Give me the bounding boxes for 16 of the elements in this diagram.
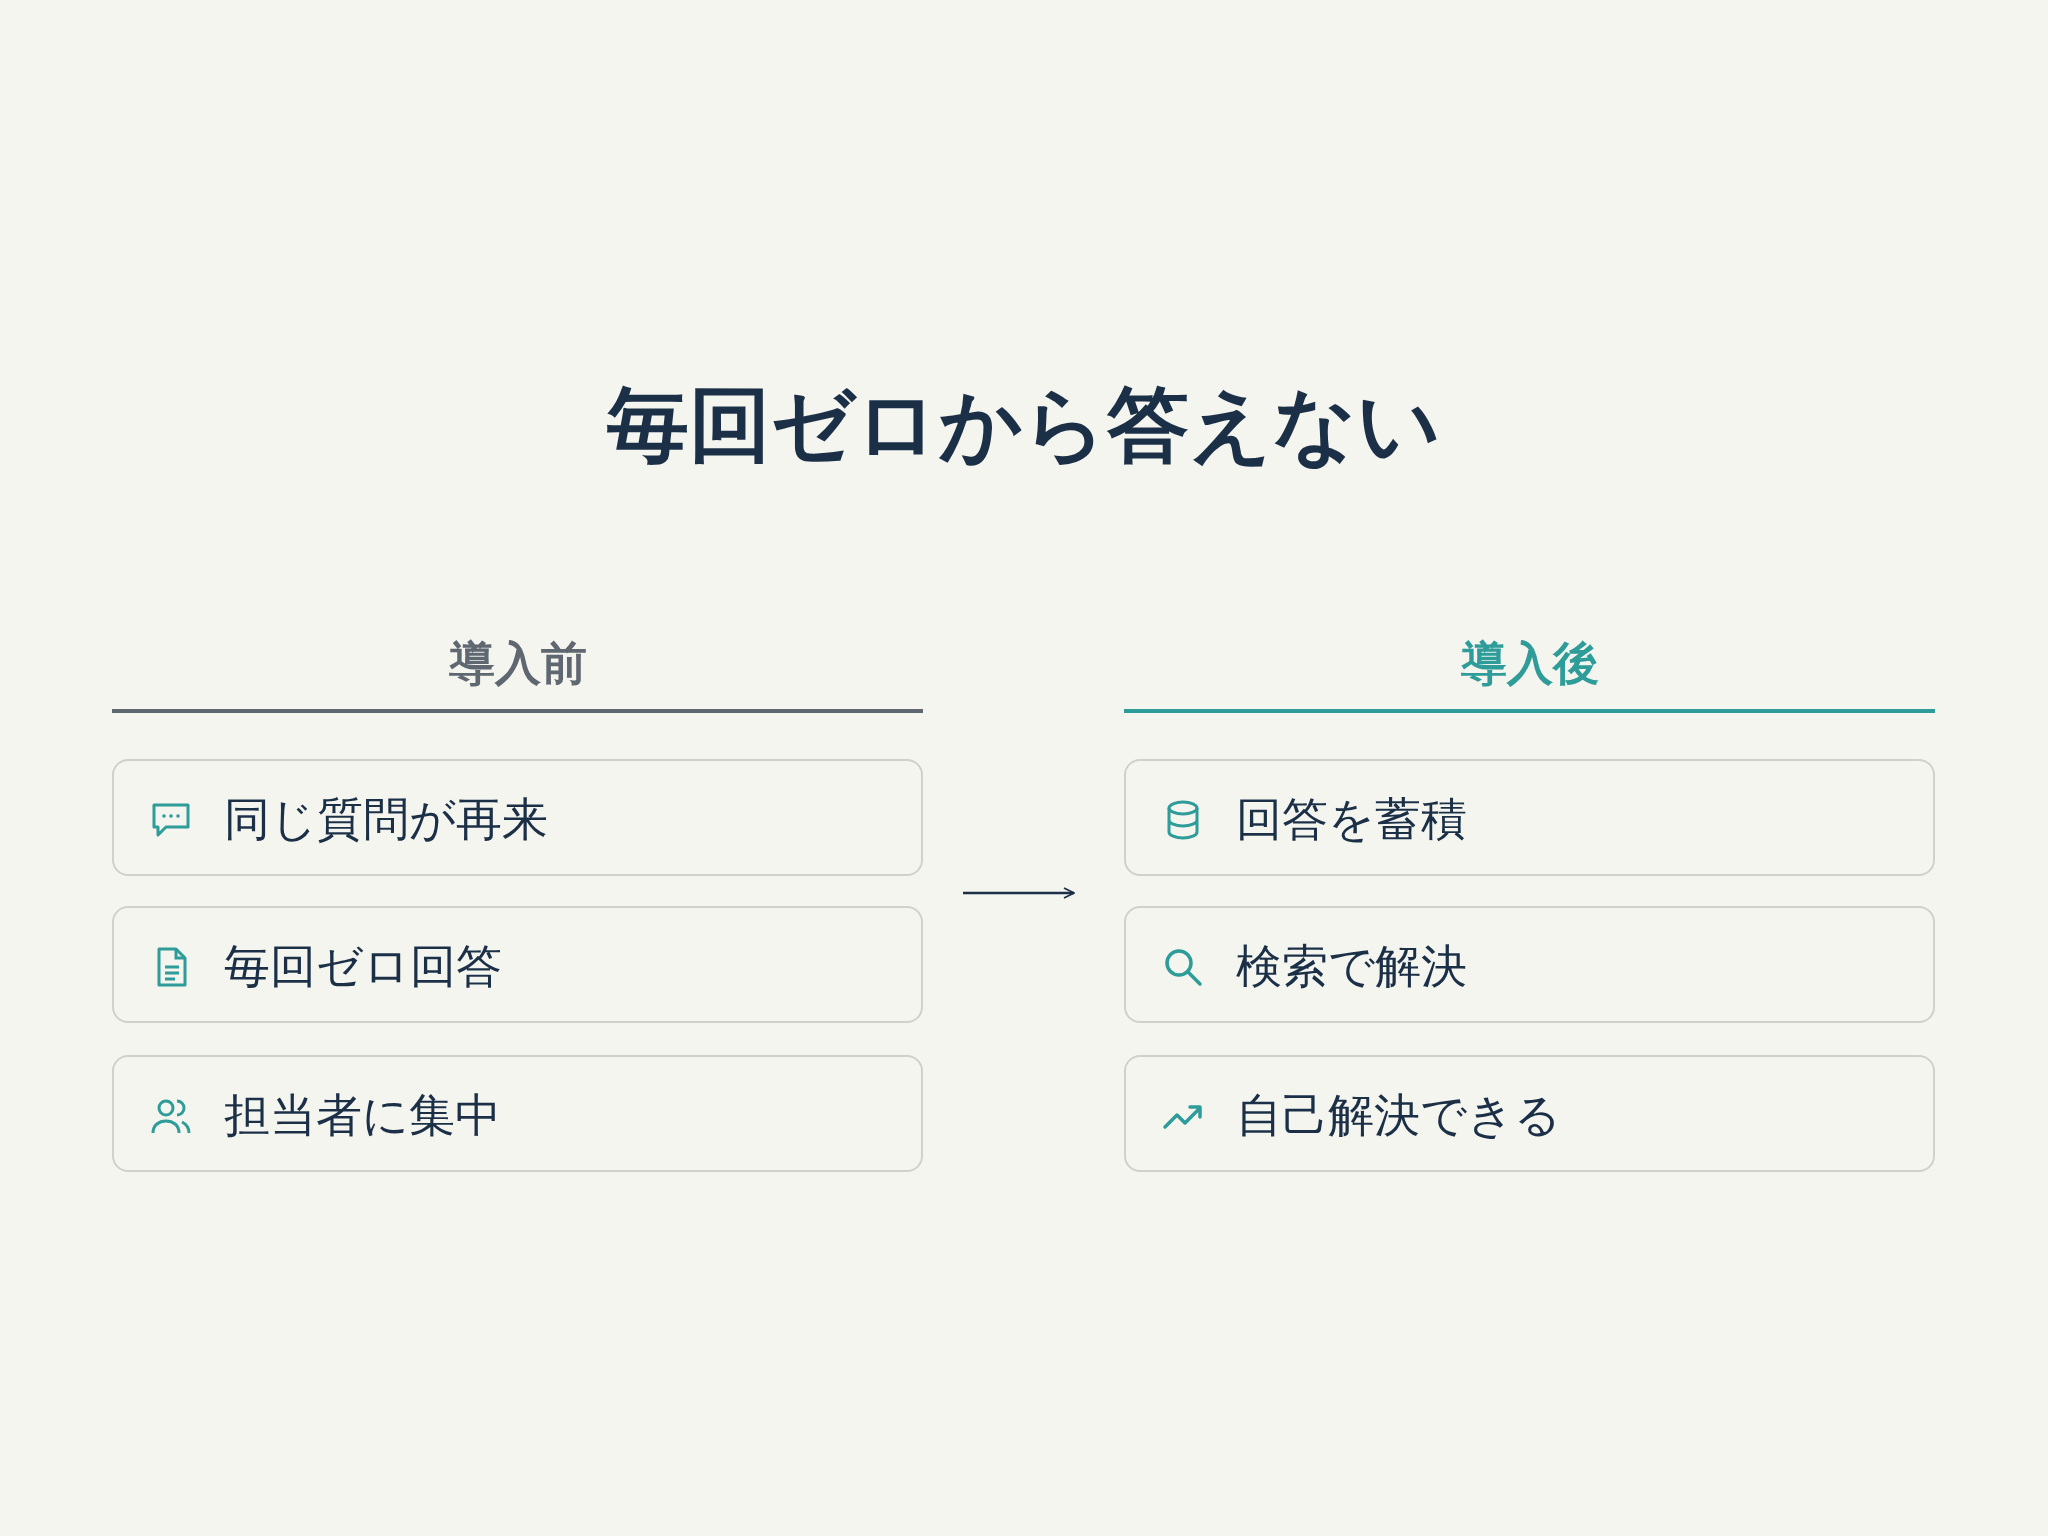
item-box: [112, 1055, 923, 1172]
item-label: 回答を蓄積: [1236, 791, 1467, 848]
item-box: [112, 759, 923, 876]
column-heading: 導入前: [112, 630, 923, 713]
column-heading: 導入後: [1124, 630, 1935, 713]
title: 毎回ゼロから答えない: [606, 376, 1442, 474]
item-box: [1124, 1055, 1935, 1172]
item-label: 検索で解決: [1236, 938, 1467, 995]
item-box: [1124, 906, 1935, 1023]
item-label: 毎回ゼロ回答: [224, 938, 502, 995]
item-label: 担当者に集中: [224, 1087, 501, 1144]
item-box: [112, 906, 923, 1023]
arrow: [963, 887, 1075, 899]
item-box: [1124, 759, 1935, 876]
item-label: 同じ質問が再来: [224, 791, 548, 848]
item-label: 自己解決できる: [1236, 1087, 1561, 1144]
